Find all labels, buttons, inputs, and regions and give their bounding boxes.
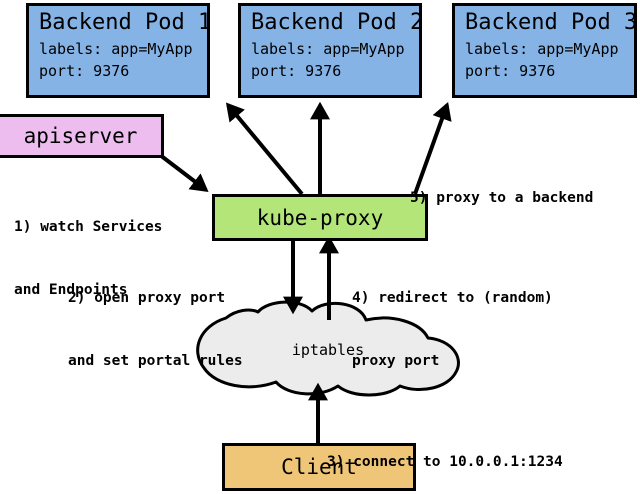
backend-pod-2-title: Backend Pod 2 <box>251 10 424 35</box>
arrow-kubeproxy-to-pod1 <box>225 102 304 196</box>
step-3-line-1: 3) connect to 10.0.0.1:1234 <box>327 454 563 470</box>
backend-pod-3-title: Backend Pod 3 <box>465 10 638 35</box>
step-2-line-1: 2) open proxy port <box>68 290 226 306</box>
iptables-label: iptables <box>291 341 365 359</box>
arrow-kubeproxy-to-pod3 <box>413 101 452 195</box>
backend-pod-1-labels: labels: app=MyApp <box>39 40 193 58</box>
client-box[interactable]: Client <box>222 443 416 491</box>
step-4-line-2: proxy port <box>352 353 440 369</box>
step-3-label: 3) connect to 10.0.0.1:1234 <box>327 410 563 494</box>
step-5-line-1: 5) proxy to a backend <box>410 190 594 206</box>
step-4-label: 4) redirect to (random) proxy port <box>352 246 553 414</box>
backend-pod-1-title: Backend Pod 1 <box>39 10 212 35</box>
step-1-line-2: and Endpoints <box>14 282 128 298</box>
apiserver-box[interactable]: apiserver <box>0 114 164 158</box>
kube-proxy-label: kube-proxy <box>256 205 384 230</box>
backend-pod-2-port: port: 9376 <box>251 62 342 80</box>
backend-pod-2-box[interactable]: Backend Pod 2 labels: app=MyApp port: 93… <box>238 3 424 98</box>
apiserver-label: apiserver <box>23 124 138 148</box>
step-2-label: 2) open proxy port and set portal rules <box>68 246 243 414</box>
step-1-line-1: 1) watch Services <box>14 219 163 235</box>
step-1-label: 1) watch Services and Endpoints <box>14 175 162 343</box>
backend-pod-1-port: port: 9376 <box>39 62 130 80</box>
backend-pod-3-labels: labels: app=MyApp <box>465 40 619 58</box>
step-4-line-1: 4) redirect to (random) <box>352 290 553 306</box>
backend-pod-2-labels: labels: app=MyApp <box>251 40 405 58</box>
client-label: Client <box>281 455 357 479</box>
iptables-cloud-shape <box>196 300 460 397</box>
step-5-label: 5) proxy to a backend <box>410 146 593 251</box>
backend-pod-1-box[interactable]: Backend Pod 1 labels: app=MyApp port: 93… <box>26 3 212 98</box>
step-2-line-2: and set portal rules <box>68 353 243 369</box>
kube-proxy-box[interactable]: kube-proxy <box>212 194 428 241</box>
backend-pod-3-box[interactable]: Backend Pod 3 labels: app=MyApp port: 93… <box>452 3 637 98</box>
backend-pod-3-port: port: 9376 <box>465 62 556 80</box>
arrow-apiserver-to-kubeproxy <box>158 153 209 192</box>
